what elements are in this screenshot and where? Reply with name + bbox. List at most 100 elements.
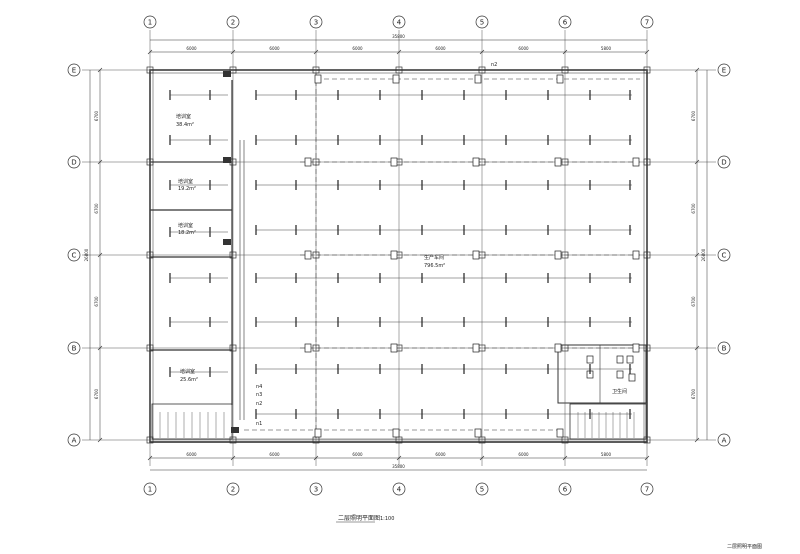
structural-column	[146, 158, 154, 166]
emergency-lamp	[556, 74, 564, 84]
room-name: 培训室	[176, 113, 191, 120]
structural-column	[229, 344, 237, 352]
distribution-panel	[223, 71, 231, 77]
room-name: 卫生间	[612, 388, 627, 395]
emergency-lamp	[474, 74, 482, 84]
corner-note: 二层照明平面图	[727, 544, 762, 550]
grid-label: 6	[563, 486, 568, 494]
grid-bubble	[67, 155, 81, 169]
grid-label: B	[72, 345, 77, 353]
dimension-span: 6000	[352, 46, 363, 51]
structural-column	[561, 251, 569, 259]
emergency-lamp	[390, 157, 398, 167]
structural-column	[146, 436, 154, 444]
dimension-span: 6000	[352, 452, 363, 457]
grid-label: 5	[480, 19, 484, 27]
structural-column	[229, 436, 237, 444]
grid-label: 7	[645, 486, 649, 494]
grid-bubble	[717, 63, 731, 77]
toilet-room	[557, 344, 647, 404]
grid-label: 4	[397, 486, 402, 494]
grid-bubble	[717, 155, 731, 169]
room-area: 19.2m²	[178, 186, 196, 192]
grid-bubble	[143, 482, 157, 496]
structural-column	[312, 251, 320, 259]
distribution-panel	[223, 239, 231, 245]
grid-bubble	[558, 482, 572, 496]
distribution-panel	[223, 157, 231, 163]
dimension-span: 5800	[601, 46, 612, 51]
dimension-span: 6000	[269, 452, 280, 457]
dimension-span: 6700	[691, 388, 696, 399]
grid-label: 3	[314, 19, 318, 27]
dimension-total: 35800	[392, 464, 405, 469]
emergency-lamp	[304, 250, 312, 260]
dimension-span: 6000	[186, 46, 197, 51]
room-area: 38.4m²	[176, 122, 194, 128]
emergency-lamp	[472, 250, 480, 260]
structural-column	[395, 66, 403, 74]
inner-wall-line	[152, 72, 645, 440]
dimension-span: 6000	[269, 46, 280, 51]
grid-bubble	[392, 482, 406, 496]
room-area: 25.6m²	[180, 377, 198, 383]
toilet-fixture	[616, 370, 624, 379]
grid-bubble	[67, 341, 81, 355]
structural-column	[643, 344, 651, 352]
grid-label: 2	[231, 486, 235, 494]
emergency-lamp	[474, 428, 482, 438]
emergency-lamp	[390, 250, 398, 260]
emergency-lamp	[472, 343, 480, 353]
dimension-span: 6700	[691, 296, 696, 307]
emergency-lamp	[472, 157, 480, 167]
dimension-span: 6000	[435, 46, 446, 51]
structural-column	[561, 436, 569, 444]
grid-bubble	[67, 63, 81, 77]
room-area: 796.5m²	[424, 263, 445, 269]
distribution-panel	[231, 427, 239, 433]
grid-bubble	[67, 433, 81, 447]
grid-bubble	[309, 15, 323, 29]
room-name: 生产车间	[424, 254, 444, 261]
grid-label: E	[72, 67, 76, 75]
emergency-lamp	[304, 343, 312, 353]
dimension-span: 6700	[94, 203, 99, 214]
grid-label: 1	[148, 19, 152, 27]
emergency-lamp	[392, 74, 400, 84]
dimension-total: 35800	[392, 34, 405, 39]
emergency-lamp	[390, 343, 398, 353]
grid-bubble	[640, 482, 654, 496]
dimension-span: 6700	[94, 110, 99, 121]
stair-left	[151, 403, 233, 440]
structural-column	[478, 436, 486, 444]
grid-label: A	[72, 437, 77, 445]
grid-label: C	[722, 252, 727, 260]
grid-label: 7	[645, 19, 649, 27]
room-name: 培训室	[180, 368, 195, 375]
grid-bubble	[226, 15, 240, 29]
emergency-lamp	[554, 250, 562, 260]
structural-column	[561, 344, 569, 352]
emergency-lamp	[314, 428, 322, 438]
dimension-span: 6700	[94, 296, 99, 307]
structural-column	[643, 158, 651, 166]
emergency-lamp	[554, 157, 562, 167]
toilet-fixture	[626, 355, 634, 364]
grid-bubble	[558, 15, 572, 29]
emergency-lamp	[554, 343, 562, 353]
drawing-title: 二层照明平面图	[338, 515, 380, 522]
grid-bubble	[717, 341, 731, 355]
dimension-span: 6000	[186, 452, 197, 457]
grid-bubble	[226, 482, 240, 496]
emergency-lamp	[632, 157, 640, 167]
structural-column	[561, 158, 569, 166]
grid-label: 5	[480, 486, 484, 494]
grid-bubble	[475, 15, 489, 29]
room-name: 培训室	[178, 222, 193, 229]
dimension-total: 26800	[84, 248, 89, 261]
drawing-scale: 1:100	[380, 516, 394, 522]
structural-column	[312, 158, 320, 166]
room-name: 培训室	[178, 178, 193, 185]
structural-column	[312, 66, 320, 74]
